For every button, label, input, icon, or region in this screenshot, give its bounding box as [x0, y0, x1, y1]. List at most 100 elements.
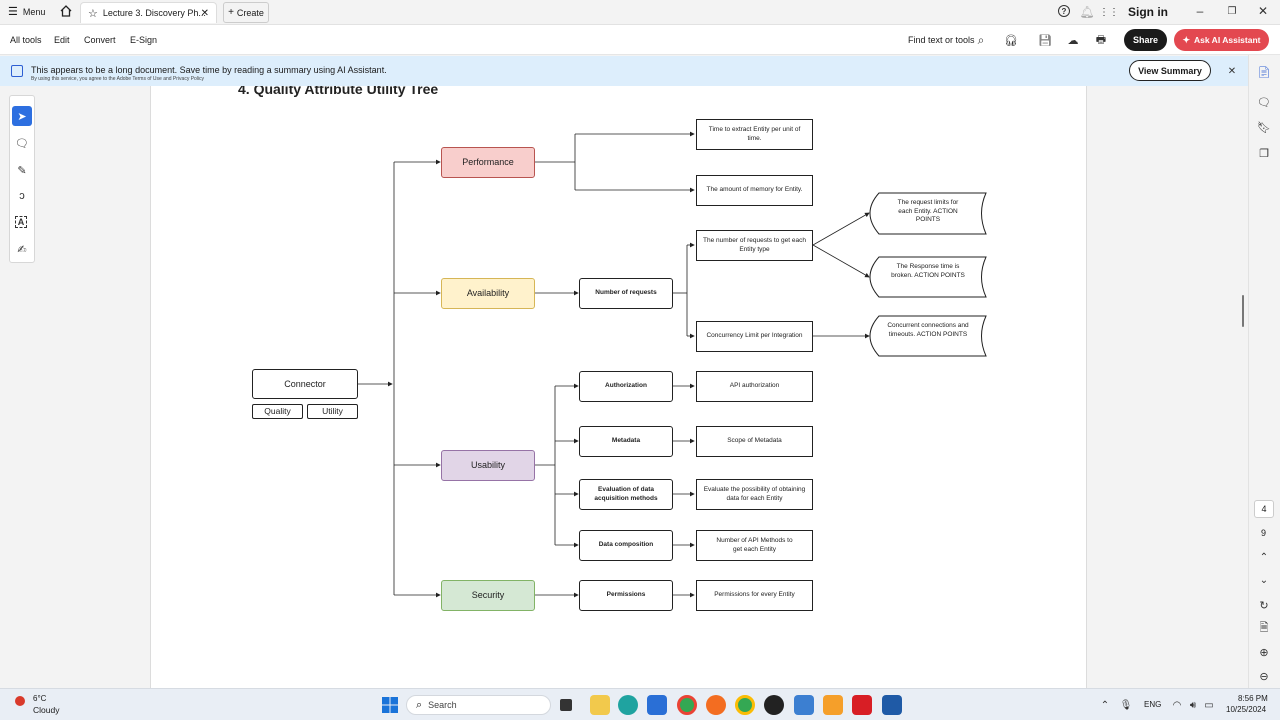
maximize-icon[interactable]: ❐	[1227, 5, 1237, 17]
select-tool-icon[interactable]: ➤	[12, 106, 32, 126]
search-icon[interactable]: ⌕	[977, 32, 985, 47]
action-shapes	[869, 192, 987, 357]
word-icon[interactable]	[882, 695, 902, 715]
battery-icon[interactable]: ▭	[1204, 699, 1214, 711]
leaf-request-count-label: The number of requests to get each Entit…	[703, 237, 806, 253]
view-summary-button[interactable]: View Summary	[1129, 60, 1211, 81]
file-explorer-icon[interactable]	[590, 695, 610, 715]
permissions-label: Permissions	[606, 591, 646, 599]
help-icon[interactable]: ?	[1058, 5, 1070, 17]
wifi-icon[interactable]: ◠	[1172, 699, 1182, 711]
obs-icon[interactable]	[764, 695, 784, 715]
esign-menu[interactable]: E-Sign	[130, 35, 158, 45]
headphones-icon[interactable]: 🎧︎	[1004, 34, 1018, 47]
utility-tag: Utility	[307, 404, 358, 419]
composition-label: Data composition	[598, 541, 654, 549]
tab-title: Lecture 3. Discovery Ph...	[102, 8, 206, 18]
performance-node: Performance	[441, 147, 535, 178]
tray-chevron-icon[interactable]: ⌃	[1100, 699, 1110, 711]
scrollbar-thumb[interactable]	[1242, 295, 1244, 327]
page-number-box[interactable]: 4	[1254, 500, 1274, 518]
sign-in-link[interactable]: Sign in	[1128, 5, 1168, 19]
task-view-icon[interactable]	[560, 699, 572, 711]
pen-tool-icon[interactable]: ✎	[17, 164, 27, 177]
action-concurrent-label: Concurrent connections and timeouts. ACT…	[887, 322, 969, 338]
edit-menu[interactable]: Edit	[54, 35, 70, 45]
performance-label: Performance	[462, 157, 514, 168]
leaf-memory-label: The amount of memory for Entity.	[706, 186, 803, 194]
save-icon[interactable]: 💾︎	[1038, 34, 1052, 47]
close-tab-icon[interactable]: ✕	[200, 7, 209, 19]
quality-tag: Quality	[252, 404, 303, 419]
sign-tool-icon[interactable]: ✍︎	[17, 243, 27, 256]
chrome-2-icon[interactable]	[735, 695, 755, 715]
app-orange-icon[interactable]	[706, 695, 726, 715]
plus-icon: +	[228, 7, 234, 18]
taskbar-search[interactable]: ⌕ Search	[406, 695, 551, 715]
create-button[interactable]: + Create	[223, 2, 269, 23]
chrome-icon[interactable]	[677, 695, 697, 715]
weather-icon	[15, 696, 25, 706]
pdf-convert-icon[interactable]: 📄︎	[1257, 66, 1271, 79]
ai-summary-icon	[11, 65, 23, 77]
ask-ai-assistant-button[interactable]: ✦ Ask AI Assistant	[1174, 29, 1269, 51]
star-icon[interactable]: ☆	[88, 7, 98, 20]
leaf-request-count: The number of requests to get each Entit…	[696, 230, 813, 261]
quality-label: Quality	[264, 406, 291, 417]
usability-label: Usability	[470, 460, 505, 471]
app-toolbar: All tools Edit Convert E-Sign Find text …	[0, 25, 1280, 55]
clock-date[interactable]: 10/25/2024	[1226, 705, 1267, 714]
leaf-api-methods: Number of API Methods to get each Entity	[696, 530, 813, 561]
start-button[interactable]	[382, 697, 398, 713]
utility-label: Utility	[322, 406, 343, 417]
bookmark-icon[interactable]: 🔖︎	[1257, 121, 1271, 134]
availability-node: Availability	[441, 278, 535, 309]
evaluation-node: Evaluation of data acquisition methods	[579, 479, 673, 510]
acrobat-icon[interactable]	[852, 695, 872, 715]
store-icon[interactable]	[647, 695, 667, 715]
rotate-icon[interactable]: ↻	[1259, 599, 1269, 612]
apps-grid-icon[interactable]: ⋮⋮	[1099, 6, 1119, 18]
minimize-icon[interactable]: –	[1196, 4, 1204, 18]
comment-tool-icon[interactable]: 🗨︎	[15, 137, 29, 150]
pages-icon[interactable]: ❐	[1259, 147, 1269, 160]
comment-panel-icon[interactable]: 🗨︎	[1257, 96, 1271, 109]
language-indicator[interactable]: ENG	[1144, 700, 1162, 709]
extract-page-icon[interactable]: 🗎︎	[1259, 621, 1269, 634]
close-banner-icon[interactable]: ✕	[1227, 65, 1237, 77]
leaf-permissions-entity: Permissions for every Entity	[696, 580, 813, 611]
page-down-icon[interactable]: ⌄	[1259, 574, 1269, 586]
zoom-in-icon[interactable]: ⊕	[1259, 646, 1269, 659]
text-select-tool-icon[interactable]: A	[15, 216, 27, 228]
ask-ai-label: Ask AI Assistant	[1194, 35, 1261, 45]
edge-icon[interactable]	[618, 695, 638, 715]
sublime-icon[interactable]	[823, 695, 843, 715]
metadata-node: Metadata	[579, 426, 673, 457]
upload-cloud-icon[interactable]: ☁︎	[1067, 34, 1079, 47]
leaf-time-to-extract: Time to extract Entity per unit of time.	[696, 119, 813, 150]
bell-icon[interactable]: 🔔︎	[1079, 5, 1095, 19]
security-node: Security	[441, 580, 535, 611]
zoom-out-icon[interactable]: ⊖	[1259, 670, 1269, 683]
convert-menu[interactable]: Convert	[84, 35, 116, 45]
clock-time[interactable]: 8:56 PM	[1238, 694, 1268, 703]
tab-document[interactable]: ☆ Lecture 3. Discovery Ph... ✕	[80, 2, 217, 23]
leaf-time-label: Time to extract Entity per unit of time.	[708, 126, 801, 142]
menu-button[interactable]: ☰ Menu	[8, 5, 45, 18]
volume-icon[interactable]: 🔊︎	[1189, 699, 1197, 711]
banner-fine-print: By using this service, you agree to the …	[31, 76, 205, 82]
share-button[interactable]: Share	[1124, 29, 1167, 51]
lasso-tool-icon[interactable]: ↄ	[19, 190, 25, 202]
all-tools-menu[interactable]: All tools	[10, 35, 42, 45]
close-window-icon[interactable]: ✕	[1257, 4, 1269, 18]
page-up-icon[interactable]: ⌃	[1259, 551, 1269, 563]
connector-node: Connector	[252, 369, 358, 399]
microphone-icon[interactable]: 🎙︎	[1119, 699, 1133, 711]
action-response-label: The Response time is broken. ACTION POIN…	[891, 263, 965, 279]
current-page: 4	[1261, 504, 1267, 514]
weather-widget[interactable]: 6°C Cloudy	[8, 693, 78, 717]
find-tools-label[interactable]: Find text or tools	[908, 35, 975, 45]
home-icon[interactable]	[59, 4, 73, 18]
notepad-icon[interactable]	[794, 695, 814, 715]
print-icon[interactable]: 🖶︎	[1095, 33, 1107, 46]
